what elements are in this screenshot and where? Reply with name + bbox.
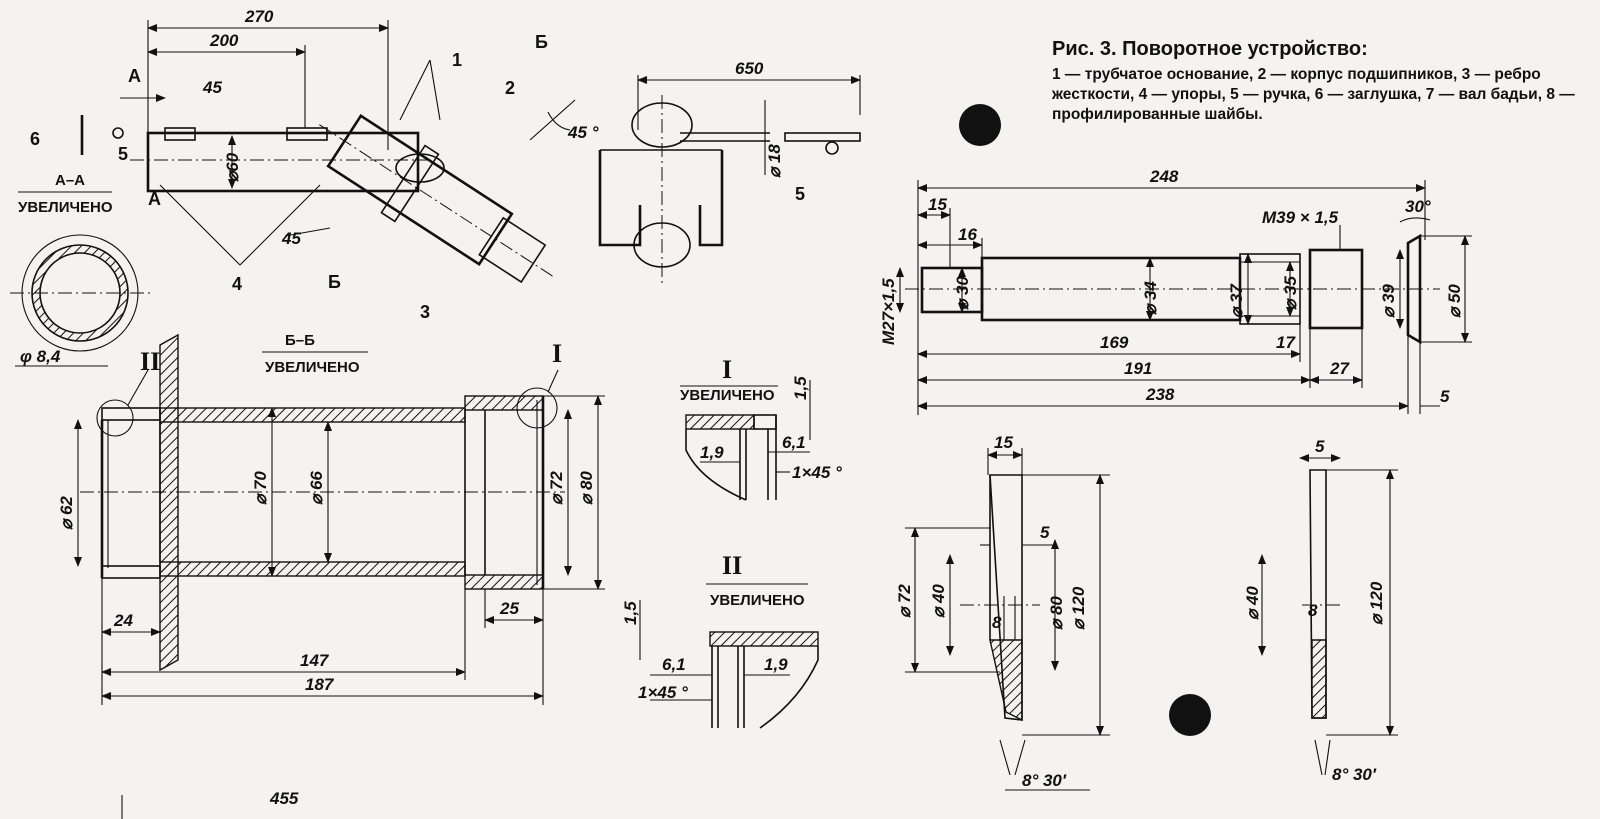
detail-i-dim-3: 6,1 (782, 433, 806, 452)
handle-dim-d18: ⌀ 18 (765, 144, 784, 178)
label-4: 4 (232, 274, 242, 294)
section-aa-dim: φ 8,4 (20, 347, 61, 366)
shaft-dim-d50: ⌀ 50 (1445, 284, 1464, 318)
shaft-dim-d35: ⌀ 35 (1281, 276, 1300, 310)
handle-label-5: 5 (795, 184, 805, 204)
washer1-dim-8: 8 (992, 613, 1002, 632)
label-3: 3 (420, 302, 430, 322)
bb-dim-147: 147 (300, 651, 330, 670)
washer2-dim-8: 8 (1308, 601, 1318, 620)
shaft-dim-5: 5 (1440, 387, 1450, 406)
detail-i: I УВЕЛИЧЕНО 1,5 1,9 6,1 1×45 ° (680, 355, 842, 501)
assembly-dim-200: 200 (209, 31, 239, 50)
shaft-dim-238: 238 (1145, 385, 1175, 404)
detail-i-dim-1: 1,5 (791, 376, 810, 400)
assembly-dim-270: 270 (244, 7, 274, 26)
shaft-dim-d34: ⌀ 34 (1141, 281, 1160, 315)
shaft-dim-d30: ⌀ 30 (953, 276, 972, 310)
assembly-dim-d60: ⌀60 (223, 152, 242, 182)
bb-dim-187: 187 (305, 675, 335, 694)
washer1-dim-15: 15 (994, 433, 1013, 452)
section-bb-title: Б–Б (285, 332, 315, 349)
bb-dim-d72: ⌀ 72 (547, 471, 566, 505)
section-bb-subtitle: УВЕЛИЧЕНО (265, 359, 360, 376)
callout-i: I (552, 339, 562, 368)
label-b-top: Б (535, 32, 548, 52)
detail-i-subtitle: УВЕЛИЧЕНО (680, 387, 775, 404)
label-1: 1 (452, 50, 462, 70)
shaft-dim-m27: М27×1,5 (879, 278, 898, 345)
washer-1: 15 5 ⌀ 72 ⌀ 40 8 ⌀ 80 ⌀ 120 8° 30′ (895, 433, 1110, 791)
label-b-bottom: Б (328, 272, 341, 292)
shaft-view: 248 15 16 М39 × 1,5 30° М27×1,5 ⌀ 30 ⌀ 3… (879, 104, 1472, 415)
bb-dim-d80: ⌀ 80 (577, 471, 596, 505)
washer1-dim-d72: ⌀ 72 (895, 584, 914, 618)
section-aa-subtitle: УВЕЛИЧЕНО (18, 199, 113, 216)
detail-i-dim-2: 1,9 (700, 443, 724, 462)
washer1-dim-5: 5 (1040, 523, 1050, 542)
washer1-dim-d120: ⌀ 120 (1069, 586, 1088, 630)
shaft-dim-30deg: 30° (1405, 197, 1431, 216)
shaft-dim-16: 16 (958, 225, 977, 244)
label-5: 5 (118, 144, 128, 164)
assembly-dim-45-b: 45 (281, 229, 301, 248)
shaft-dim-15: 15 (928, 195, 947, 214)
washer1-dim-d80: ⌀ 80 (1047, 596, 1066, 630)
detail-ii-title: II (722, 551, 742, 580)
washer1-dim-d40: ⌀ 40 (929, 584, 948, 618)
caption-body: 1 — трубчатое основание, 2 — корпус подш… (1052, 66, 1575, 123)
caption-title: Рис. 3. Поворотное устройство: (1052, 38, 1368, 60)
section-aa-title: А–А (55, 172, 85, 189)
bottom-partial: 455 (121, 789, 299, 819)
detail-ii-dim-2: 6,1 (662, 655, 686, 674)
bb-dim-25: 25 (499, 599, 519, 618)
detail-i-title: I (722, 355, 732, 384)
washer1-dim-angle: 8° 30′ (1022, 771, 1067, 790)
detail-ii: II УВЕЛИЧЕНО 1,5 6,1 1,9 1×45 ° (621, 551, 819, 729)
handle-dim-650: 650 (735, 59, 764, 78)
bb-dim-d66: ⌀ 66 (307, 471, 326, 505)
figure-caption: Рис. 3. Поворотное устройство: 1 — трубч… (1052, 38, 1592, 125)
label-a-bottom: А (148, 189, 161, 209)
shaft-dim-m39: М39 × 1,5 (1262, 208, 1339, 227)
detail-ii-dim-3: 1,9 (764, 655, 788, 674)
label-a-top: А (128, 66, 141, 86)
detail-ii-dim-1: 1,5 (621, 601, 640, 625)
shaft-dim-191: 191 (1124, 359, 1152, 378)
punch-hole-bottom (1169, 694, 1211, 736)
label-6: 6 (30, 129, 40, 149)
detail-ii-subtitle: УВЕЛИЧЕНО (710, 592, 805, 609)
bb-dim-d62: ⌀ 62 (57, 496, 76, 530)
shaft-dim-27: 27 (1329, 359, 1350, 378)
section-aa: А–А УВЕЛИЧЕНО φ 8,4 (10, 172, 150, 367)
washer2-dim-5: 5 (1315, 437, 1325, 456)
washer2-dim-d40: ⌀ 40 (1243, 586, 1262, 620)
bb-dim-24: 24 (113, 611, 133, 630)
washer2-dim-d120: ⌀ 120 (1367, 581, 1386, 625)
handle-view: 650 ⌀ 18 5 (598, 59, 861, 285)
shaft-dim-d37: ⌀ 37 (1227, 283, 1246, 318)
label-2: 2 (505, 78, 515, 98)
washer-2: 5 ⌀ 40 8 ⌀ 120 8° 30′ (1243, 437, 1398, 784)
detail-i-dim-4: 1×45 ° (792, 463, 842, 482)
assembly-dim-45: 45 (202, 78, 222, 97)
detail-ii-dim-4: 1×45 ° (638, 683, 688, 702)
bb-dim-d70: ⌀ 70 (251, 471, 270, 505)
shaft-dim-169: 169 (1100, 333, 1129, 352)
assembly-view: 270 200 45 45 ⌀60 45 ° 1 2 3 4 5 6 А А Б… (30, 7, 599, 322)
shaft-dim-17: 17 (1276, 333, 1296, 352)
shaft-dim-d39: ⌀ 39 (1379, 284, 1398, 318)
assembly-dim-angle: 45 ° (567, 123, 599, 142)
callout-ii: II (140, 347, 160, 376)
shaft-dim-248: 248 (1149, 167, 1179, 186)
section-bb: Б–Б УВЕЛИЧЕНО II I (57, 332, 605, 705)
washer2-dim-angle: 8° 30′ (1332, 765, 1377, 784)
punch-hole-top (959, 104, 1001, 146)
bottom-dim-455: 455 (269, 789, 299, 808)
